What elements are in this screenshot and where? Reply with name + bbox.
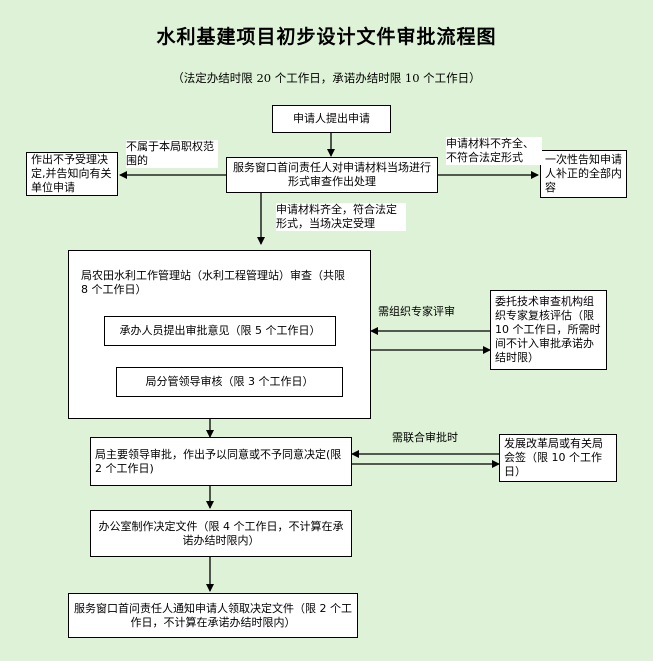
node-window-review: 服务窗口首问责任人对申请材料当场进行形式审查作出处理 [226, 157, 438, 193]
node-dev-reform: 发展改革局或有关局会签（限 10 个工作日） [499, 434, 617, 482]
station-review-label: 局农田水利工作管理站（水利工程管理站）审查（共限 8 个工作日） [81, 269, 345, 296]
node-apply: 申请人提出申请 [272, 105, 391, 133]
node-office-doc: 办公室制作决定文件（限 4 个工作日，不计算在承诺办结时限内） [90, 510, 352, 557]
label-not-in-scope: 不属于本局职权范围的 [126, 140, 218, 168]
node-notify-once: 一次性告知申请人补正的全部内容 [540, 150, 627, 198]
node-handler-opinion: 承办人员提出审批意见（限 5 个工作日） [104, 316, 336, 346]
node-deputy-review: 局分管领导审核（限 3 个工作日） [116, 367, 343, 397]
label-need-expert: 需组织专家评审 [378, 305, 455, 318]
label-complete: 申请材料齐全，符合法定形式，当场决定受理 [276, 203, 406, 231]
label-need-joint: 需联合审批时 [392, 431, 458, 444]
page-subtitle: （法定办结时限 20 个工作日，承诺办结时限 10 个工作日） [172, 71, 481, 85]
node-notify-pickup: 服务窗口首问责任人通知申请人领取决定文件（限 2 个工作日，不计算在承诺办结时限… [68, 593, 358, 638]
node-main-leader: 局主要领导审批，作出予以同意或不予同意决定(限 2 个工作日) [90, 437, 352, 486]
label-incomplete: 申请材料不齐全、不符合法定形式 [446, 137, 542, 165]
page-title: 水利基建项目初步设计文件审批流程图 [156, 26, 497, 48]
node-expert-review: 委托技术审查机构组织专家复核评估（限 10 个工作日，所需时间不计入审批承诺办结… [490, 290, 607, 370]
node-reject: 作出不予受理决定,并告知向有关单位申请 [26, 152, 118, 196]
